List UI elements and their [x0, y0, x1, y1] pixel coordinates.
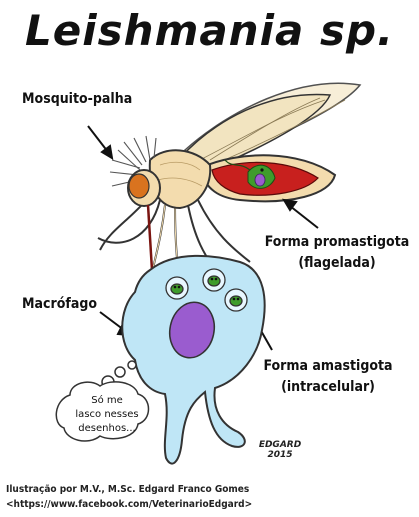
mosquito-eye — [129, 174, 149, 198]
thought-bubble-text: Só me lasco nesses desenhos... — [62, 394, 152, 436]
thought-line2: lasco nesses — [62, 408, 152, 422]
label-macrophage: Macrófago — [22, 296, 97, 312]
signature-name: EDGARD — [255, 440, 305, 450]
thought-line1: Só me — [62, 394, 152, 408]
label-amastigote-line1: Forma amastigota — [258, 358, 398, 374]
label-amastigote-line2: (intracelular) — [258, 379, 398, 395]
label-promastigote-line1: Forma promastigota — [262, 234, 412, 250]
credit-line2: <https://www.facebook.com/VeterinarioEdg… — [6, 499, 252, 510]
signature-year: 2015 — [255, 450, 305, 460]
credit-line1: Ilustração por M.V., M.Sc. Edgard Franco… — [6, 484, 249, 495]
label-promastigote-line2: (flagelada) — [262, 255, 412, 271]
thought-line3: desenhos... — [62, 422, 152, 436]
label-mosquito: Mosquito-palha — [22, 91, 132, 107]
label-promastigote: Forma promastigota (flagelada) — [262, 234, 412, 271]
label-amastigote: Forma amastigota (intracelular) — [258, 358, 398, 395]
mosquito-proboscis — [148, 205, 152, 270]
artist-signature: EDGARD 2015 — [255, 440, 305, 460]
